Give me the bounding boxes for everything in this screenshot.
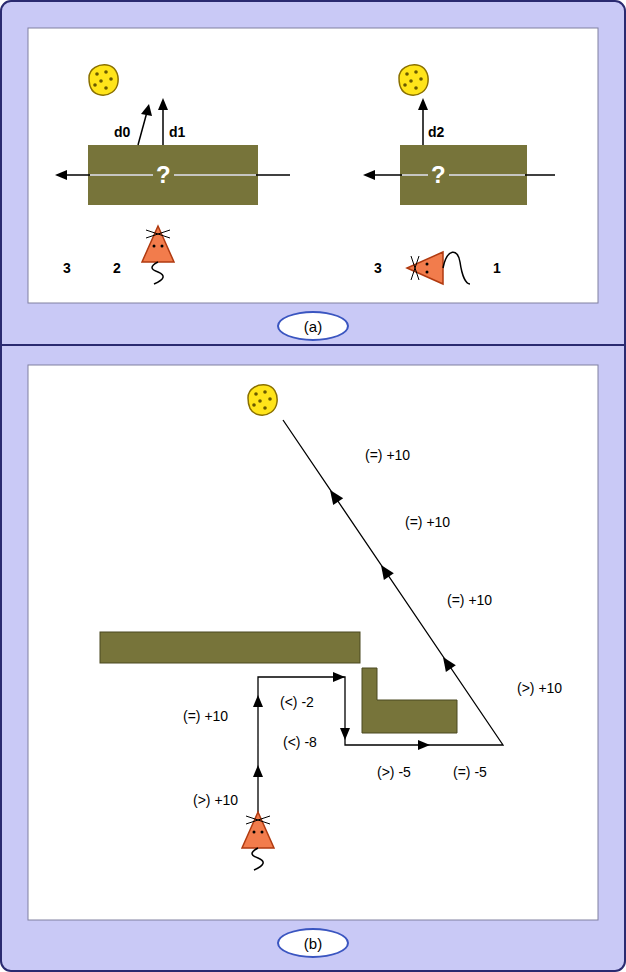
callout-label: 1 bbox=[491, 260, 503, 276]
step-score: (=) +10 bbox=[363, 447, 412, 463]
callout-label: d0 bbox=[112, 124, 132, 140]
callout-label: 2 bbox=[111, 260, 123, 276]
obstacle-box: ? bbox=[400, 145, 527, 205]
step-score: (=) +10 bbox=[403, 514, 452, 530]
step-score: (=) +10 bbox=[181, 708, 230, 724]
step-score: (>) -5 bbox=[375, 764, 413, 780]
panel-tag: (b) bbox=[277, 928, 349, 958]
callout-label: d2 bbox=[426, 124, 446, 140]
obstacle-box: ? bbox=[88, 145, 258, 205]
step-score: (<) -8 bbox=[281, 734, 319, 750]
panel-letter: (b) bbox=[304, 935, 322, 952]
step-score: (=) +10 bbox=[445, 592, 494, 608]
step-score: (=) -5 bbox=[451, 764, 489, 780]
callout-label: 3 bbox=[61, 260, 73, 276]
panel-letter: (a) bbox=[304, 318, 322, 335]
unknown-mark: ? bbox=[153, 161, 174, 189]
step-score: (>) +10 bbox=[191, 792, 240, 808]
callout-label: 3 bbox=[372, 260, 384, 276]
step-score: (>) +10 bbox=[515, 680, 564, 696]
unknown-mark: ? bbox=[428, 161, 449, 189]
panel-tag: (a) bbox=[277, 311, 349, 341]
callout-label: d1 bbox=[167, 124, 187, 140]
step-score: (<) -2 bbox=[278, 694, 316, 710]
